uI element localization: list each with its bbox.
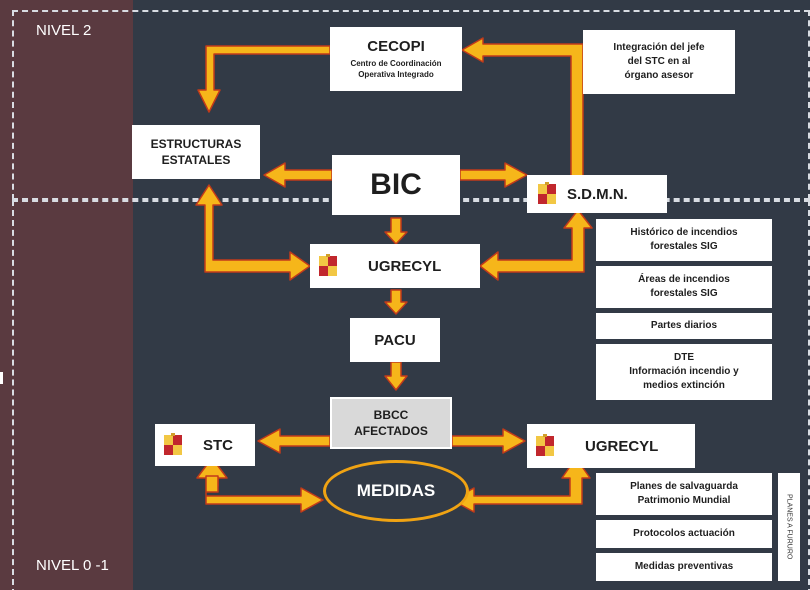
arrow-sdmn-to-cecopi: [461, 37, 584, 179]
plan-line: Patrimonio Mundial: [637, 495, 731, 506]
coat-of-arms-icon: [319, 254, 337, 276]
ugrecyl-bottom-label: UGRECYL: [585, 437, 659, 455]
bbcc-line-1: BBCC: [373, 408, 409, 422]
bbcc-afectados-box: BBCC AFECTADOS: [330, 397, 452, 449]
estructuras-line-1: ESTRUCTURAS: [150, 137, 242, 151]
cecopi-box: CECOPI Centro de Coordinación Operativa …: [330, 27, 462, 91]
arrow-bbcc-to-ugrecyl: [451, 428, 526, 454]
planes-a-futuro-label-box: PLANES A FURURO: [778, 473, 800, 581]
ugrecyl-top-box: UGRECYL: [310, 244, 480, 288]
level-sidebar: [0, 0, 133, 590]
info-line: Información incendio y: [629, 366, 739, 377]
sdmn-box: S.D.M.N.: [527, 175, 667, 213]
integracion-line-1: Integración del jefe: [613, 42, 705, 53]
bic-box: BIC: [332, 155, 460, 215]
coat-of-arms-icon: [536, 434, 554, 456]
ugrecyl-top-label: UGRECYL: [368, 257, 442, 275]
planes-a-futuro-label: PLANES A FURURO: [785, 494, 793, 560]
bbcc-line-2: AFECTADOS: [354, 424, 428, 438]
estructuras-line-2: ESTATALES: [161, 153, 231, 167]
arrow-ugrecyl-to-pacu: [384, 289, 408, 315]
integracion-line-2: del STC en al: [627, 56, 691, 67]
info-line: DTE: [674, 352, 694, 363]
sdmn-label: S.D.M.N.: [567, 185, 628, 203]
medidas-oval: MEDIDAS: [323, 460, 469, 522]
ugrecyl-bottom-box: UGRECYL: [527, 424, 695, 468]
arrow-bic-to-estructuras: [263, 162, 333, 188]
info-line: forestales SIG: [650, 288, 718, 299]
info-box-partes: Partes diarios: [596, 313, 772, 339]
cecopi-subtitle-2: Operativa Integrado: [358, 70, 434, 79]
arrow-bbcc-to-stc: [257, 428, 331, 454]
info-box-historico: Histórico de incendios forestales SIG: [596, 219, 772, 261]
plan-box-medidas-preventivas: Medidas preventivas: [596, 553, 772, 581]
plan-line: Planes de salvaguarda: [630, 481, 738, 492]
plan-line: Medidas preventivas: [634, 561, 734, 572]
info-box-dte: DTE Información incendio y medios extinc…: [596, 344, 772, 400]
plan-box-protocolos: Protocolos actuación: [596, 520, 772, 548]
coat-of-arms-icon: [538, 182, 556, 204]
plan-box-salvaguarda: Planes de salvaguarda Patrimonio Mundial: [596, 473, 772, 515]
level-2-label: NIVEL 2: [36, 22, 92, 39]
integracion-line-3: órgano asesor: [624, 70, 694, 81]
info-line: Áreas de incendios: [638, 274, 730, 285]
arrow-estructuras-ugrecyl: [195, 184, 311, 281]
arrow-pacu-to-bbcc: [384, 361, 408, 391]
arrow-ugrecyl-sdmn: [479, 209, 593, 281]
info-line: Partes diarios: [650, 320, 718, 331]
arrow-cecopi-to-estructuras: [197, 45, 331, 113]
info-line: forestales SIG: [650, 241, 718, 252]
coat-of-arms-icon: [164, 433, 182, 455]
arrow-bic-to-ugrecyl: [384, 217, 408, 245]
cecopi-subtitle-1: Centro de Coordinación: [350, 59, 442, 68]
arrow-stc-to-medidas: [205, 475, 324, 513]
info-box-areas: Áreas de incendios forestales SIG: [596, 266, 772, 308]
edge-mark: [0, 372, 3, 384]
level-0-label: NIVEL 0 -1: [36, 557, 109, 574]
cecopi-title: CECOPI: [367, 38, 425, 55]
info-line: Histórico de incendios: [630, 227, 738, 238]
integracion-box: Integración del jefe del STC en al órgan…: [583, 30, 735, 94]
stc-box: STC: [155, 424, 255, 466]
info-line: medios extinción: [643, 380, 725, 391]
stc-label: STC: [203, 436, 233, 454]
estructuras-estatales-box: ESTRUCTURAS ESTATALES: [132, 125, 260, 179]
plan-line: Protocolos actuación: [633, 528, 735, 539]
arrow-bic-to-sdmn: [459, 162, 528, 188]
pacu-box: PACU: [350, 318, 440, 362]
